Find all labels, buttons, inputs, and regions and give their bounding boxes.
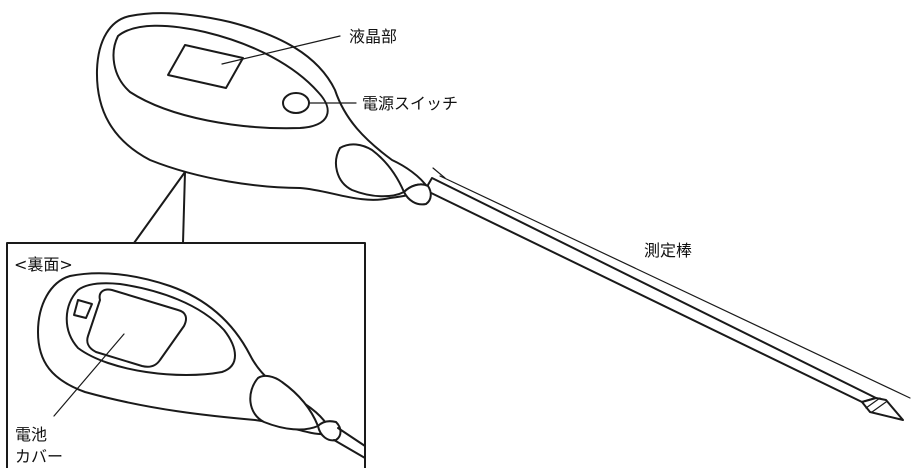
back-view-label: <裏面> <box>14 255 73 274</box>
probe-dimension-line <box>432 167 911 399</box>
battery-cover-leader-line <box>53 333 125 417</box>
lcd-window <box>167 44 244 89</box>
battery-cover-label-line1: 電池 <box>15 425 47 444</box>
power-switch-label: 電源スイッチ <box>362 94 458 113</box>
battery-cover-label-line2: カバー <box>15 447 63 466</box>
callout-pointer <box>133 171 186 244</box>
power-button <box>282 92 310 114</box>
thermometer-body <box>95 12 432 206</box>
probe-label: 測定棒 <box>644 241 692 260</box>
lcd-label: 液晶部 <box>349 27 397 46</box>
probe-rod <box>424 177 904 421</box>
back-view-thermometer <box>37 272 366 459</box>
lcd-leader-line <box>221 35 341 65</box>
back-view-inset <box>6 242 366 468</box>
